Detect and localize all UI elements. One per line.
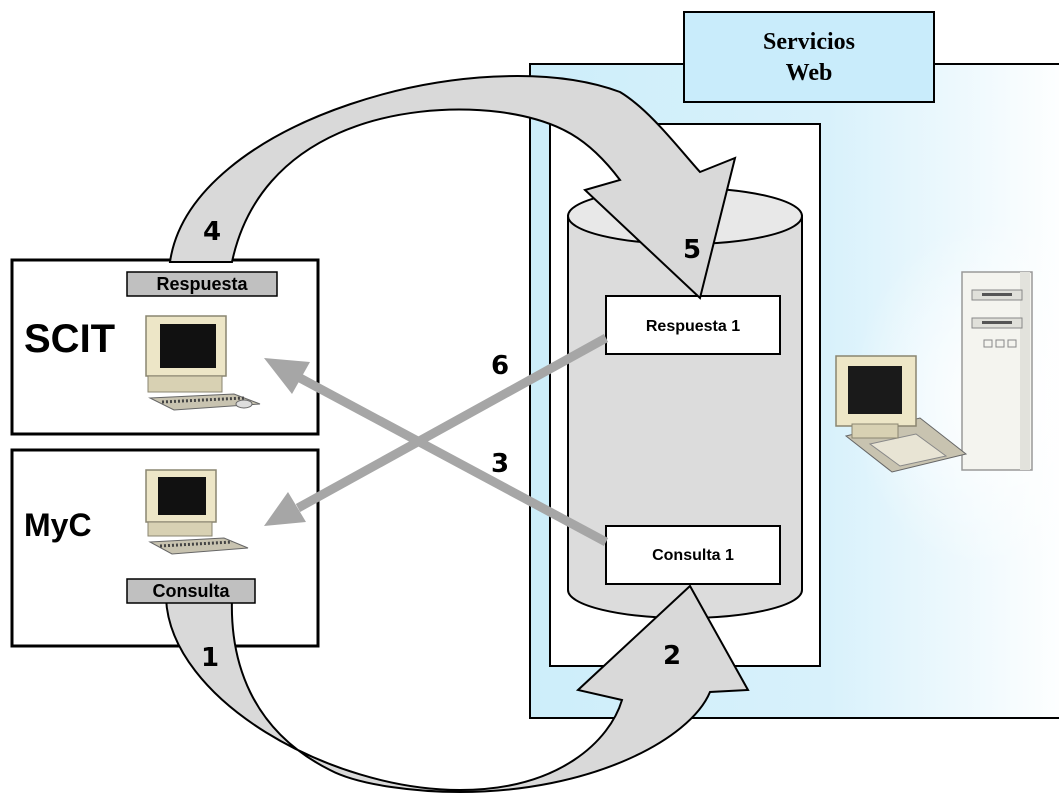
- curved-arrow-top: [168, 75, 737, 300]
- curved-arrow-bottom: [164, 584, 750, 793]
- record-response-label: Respuesta 1: [646, 318, 740, 335]
- step-2: 2: [663, 641, 681, 671]
- services-title-box: [683, 11, 935, 103]
- services-title-line2: Web: [786, 60, 833, 86]
- myc-computer-icon: [145, 469, 249, 555]
- services-title-line1: Servicios: [763, 29, 855, 55]
- step-4: 4: [203, 217, 221, 247]
- record-response-box: [605, 295, 781, 355]
- record-query-box: [605, 525, 781, 585]
- server-computer-icon: [835, 271, 1033, 473]
- scit-name: SCIT: [24, 317, 115, 361]
- myc-tag-box: [126, 578, 256, 604]
- step-3: 3: [491, 449, 509, 479]
- step-5: 5: [683, 235, 701, 265]
- step-6: 6: [491, 351, 509, 381]
- myc-tag-label: Consulta: [152, 581, 230, 601]
- scit-tag-label: Respuesta: [156, 274, 248, 294]
- scit-tag-box: [126, 271, 278, 297]
- myc-name: MyC: [24, 507, 92, 543]
- step-1: 1: [201, 643, 219, 673]
- arrow-response-to-myc: [264, 334, 609, 526]
- scit-computer-icon: [145, 315, 261, 411]
- record-query-label: Consulta 1: [652, 547, 734, 564]
- arrow-query-to-scit: [264, 358, 609, 546]
